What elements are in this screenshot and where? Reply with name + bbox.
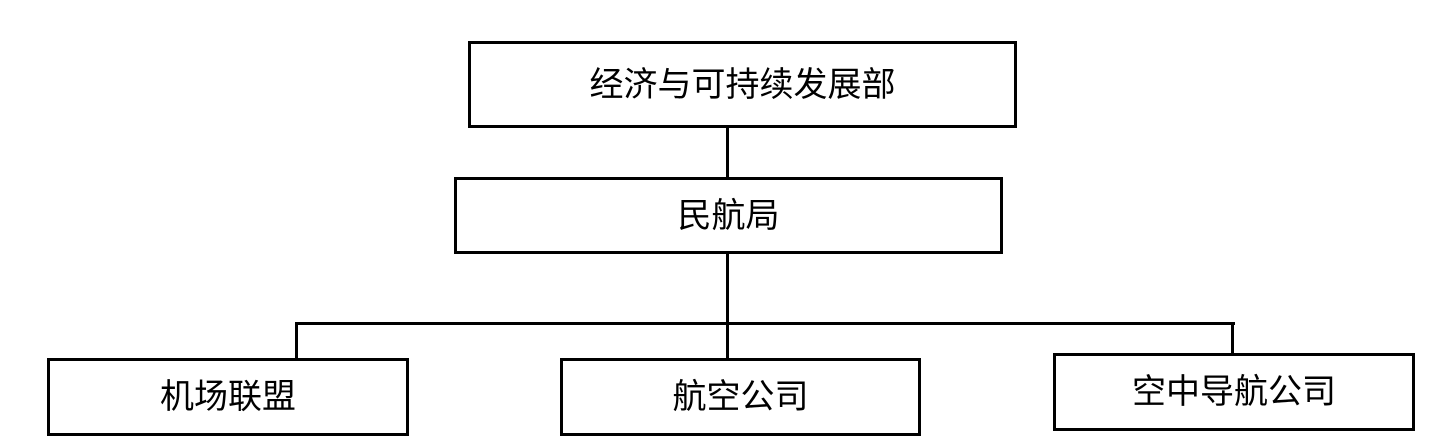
node-root: 经济与可持续发展部: [468, 41, 1017, 128]
node-child-2: 航空公司: [560, 358, 921, 436]
node-child-3-label: 空中导航公司: [1132, 372, 1336, 412]
node-middle: 民航局: [454, 177, 1003, 254]
node-root-label: 经济与可持续发展部: [589, 64, 896, 105]
node-child-1-label: 机场联盟: [160, 377, 296, 417]
node-child-2-label: 航空公司: [672, 377, 809, 417]
connector-to-child-1: [295, 322, 298, 360]
connector-horizontal-bar: [295, 322, 1235, 325]
node-child-3: 空中导航公司: [1053, 353, 1415, 431]
node-middle-label: 民航局: [677, 195, 780, 236]
connector-middle-down: [726, 253, 729, 323]
connector-root-to-middle: [726, 127, 729, 179]
connector-to-child-3: [1231, 322, 1234, 355]
node-child-1: 机场联盟: [47, 358, 409, 436]
connector-to-child-2: [726, 322, 729, 360]
